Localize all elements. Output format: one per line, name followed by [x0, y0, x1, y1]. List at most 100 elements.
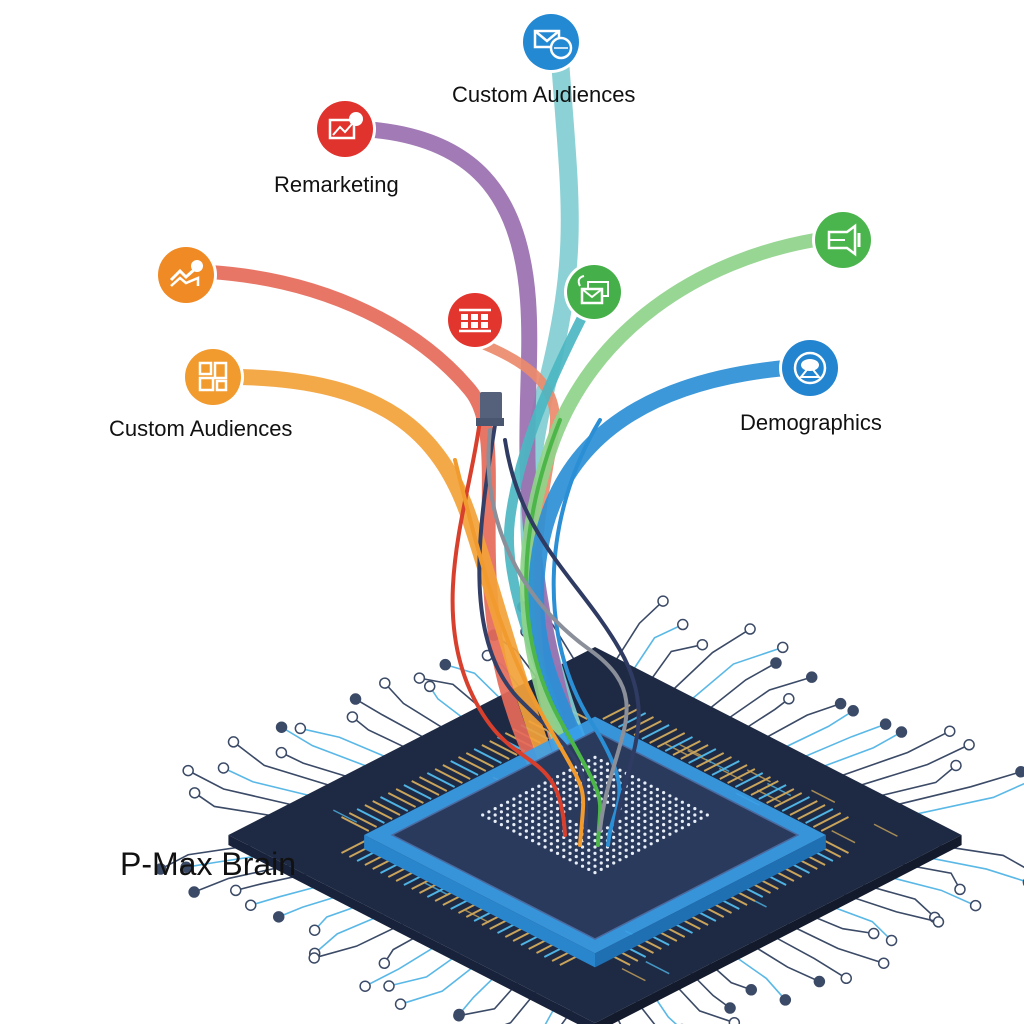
trace-pad [813, 975, 826, 988]
chip-dot [668, 832, 672, 836]
board-trace [831, 829, 856, 844]
chip-dot [593, 851, 597, 856]
chip-pin [372, 800, 401, 816]
area-line [170, 276, 200, 287]
chip-dot [630, 832, 635, 836]
chip-dot [618, 819, 622, 824]
bundle-wire [551, 418, 622, 847]
chip-dot [549, 791, 553, 795]
board-trace [333, 809, 358, 823]
chip-dot [587, 855, 591, 859]
chip-pin [688, 748, 717, 764]
trace-pad [244, 899, 257, 911]
chip-dot [543, 794, 547, 798]
chip-dot [537, 829, 541, 833]
chip-dot [537, 835, 541, 840]
trace-pad [770, 657, 782, 669]
trace-pad [724, 1002, 736, 1014]
chip-pin [465, 752, 495, 768]
chip-pin [758, 784, 787, 800]
chip-dot [612, 848, 616, 852]
chip-dot [674, 810, 678, 814]
chip-dot [555, 839, 560, 843]
node-orange-trend [155, 244, 217, 306]
chip-dot [624, 842, 628, 846]
node-green-megaphone [812, 209, 874, 271]
chip-dot [587, 797, 591, 801]
chip-dot [580, 851, 585, 856]
megaphone-body [827, 223, 857, 257]
chip-dot [649, 791, 653, 795]
chip-dot [668, 800, 672, 804]
chip-pin [781, 796, 810, 812]
grid-cell [471, 314, 478, 320]
chip-dot [524, 797, 528, 801]
chip-dot [612, 855, 616, 859]
trace-pad [227, 736, 240, 748]
label-custom-audiences-top: Custom Audiences [452, 82, 636, 107]
trace-pad [969, 899, 982, 912]
trace-pad [154, 863, 167, 875]
trace-pad [275, 721, 288, 733]
chip-dot [555, 845, 560, 849]
chip-dot [549, 823, 553, 827]
grid-cell [461, 314, 468, 320]
chip-dot [599, 771, 603, 776]
chip-dot [637, 816, 641, 820]
chip-pin [419, 776, 448, 792]
chip-pin [442, 764, 471, 780]
chip-dot [649, 829, 653, 833]
chip-dot [537, 842, 541, 846]
chip-dot [574, 784, 578, 788]
chip-dot [649, 810, 653, 814]
chip-dot [580, 858, 585, 862]
trace-pad [349, 693, 362, 705]
chip-dot [524, 791, 528, 795]
chip-dot [643, 832, 647, 836]
chip-dot [568, 826, 572, 830]
chip-dot [655, 813, 660, 817]
chip-dot [537, 816, 541, 820]
chip-dot [531, 813, 535, 817]
chip-dot [543, 807, 547, 811]
chip-dot [655, 819, 660, 824]
chip-dot [593, 755, 597, 760]
chip-dot [637, 829, 641, 833]
grid-cell [198, 376, 215, 392]
chip-dot [562, 784, 566, 788]
chip-dot [655, 839, 660, 843]
chip-dot [637, 803, 641, 808]
trace-pad [229, 884, 242, 897]
trace-pad [877, 957, 890, 969]
chip-dot [568, 794, 572, 798]
trace-pad [779, 994, 792, 1006]
chip-dot [668, 826, 672, 830]
chip-dot [518, 819, 522, 824]
trace-pad [954, 883, 966, 896]
chip-dot [574, 835, 578, 840]
chip-dot [593, 775, 597, 779]
chip-dot [574, 803, 578, 808]
chip-dot [674, 823, 678, 827]
chip-dot [637, 810, 641, 814]
chip-dot [587, 759, 591, 763]
chip-dot [643, 781, 647, 785]
trace-pad [728, 1016, 741, 1024]
chip-dot [630, 807, 635, 811]
chip-dot [568, 781, 572, 785]
node-custom-audiences-top [520, 11, 582, 73]
wire-bundle [450, 392, 641, 847]
chip-dot [674, 816, 678, 820]
board-trace [621, 967, 646, 982]
chip-dot [655, 800, 660, 804]
chip-dot [637, 848, 641, 852]
grid-cell [471, 322, 478, 328]
chip-dot [518, 832, 522, 836]
chip-dot [580, 845, 585, 849]
chip-dot [555, 832, 560, 836]
chip-dot [699, 816, 703, 820]
chip-dot [568, 832, 572, 836]
chip-dot [618, 768, 622, 772]
chip-dot [643, 800, 647, 804]
ring-shape [793, 351, 827, 385]
